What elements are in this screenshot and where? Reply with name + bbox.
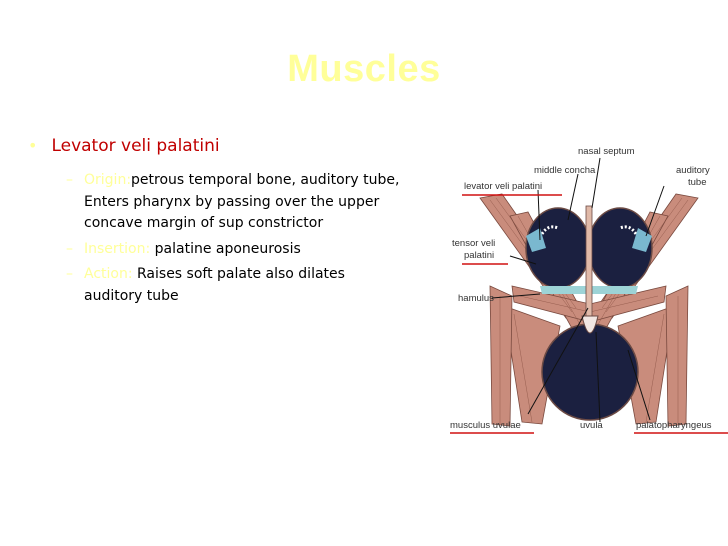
main-bullet-text: Levator veli palatini	[51, 136, 220, 156]
label-musculus-uvulae: musculus uvulae	[450, 420, 521, 431]
nasal-septum	[585, 205, 593, 317]
label-auditory-tube-2: tube	[688, 177, 707, 188]
sub-bullet-action: – Action: Raises soft palate also dilate…	[66, 264, 404, 307]
bullet-dot-icon: •	[28, 136, 38, 155]
uvula-shape	[581, 315, 599, 334]
label-levator-veli-palatini: levator veli palatini	[464, 181, 542, 192]
label-tensor-veli: tensor veli	[452, 238, 495, 249]
sub-bullet-list: – Origin:petrous temporal bone, auditory…	[66, 170, 404, 311]
dash-icon: –	[66, 266, 73, 282]
dash-icon: –	[66, 240, 73, 257]
origin-text: petrous temporal bone, auditory tube, En…	[84, 172, 400, 231]
palate-muscles-diagram: nasal septum middle concha auditory tube…	[450, 146, 728, 434]
main-bullet: • Levator veli palatini	[28, 136, 220, 156]
insertion-label: Insertion:	[84, 240, 151, 257]
slide-title: Muscles	[287, 48, 441, 90]
left-tube-highlight	[526, 228, 546, 252]
insertion-text: palatine aponeurosis	[150, 240, 301, 257]
oropharynx	[541, 323, 639, 421]
left-concha-mark	[540, 225, 559, 235]
label-hamulus: hamulus	[458, 293, 494, 304]
label-tensor-palatini: palatini	[464, 250, 494, 261]
action-label: Action:	[84, 266, 133, 282]
label-middle-concha: middle concha	[534, 165, 596, 176]
dash-icon: –	[66, 172, 73, 188]
label-uvula: uvula	[580, 420, 603, 431]
right-concha-mark	[619, 225, 638, 235]
action-text: Raises soft palate also dilates auditory…	[84, 266, 345, 304]
label-auditory-tube: auditory	[676, 165, 710, 176]
sub-bullet-insertion: – Insertion: palatine aponeurosis	[66, 239, 404, 261]
origin-label: Origin:	[84, 172, 132, 188]
label-nasal-septum: nasal septum	[578, 146, 635, 157]
leader-lines	[491, 157, 665, 423]
sub-bullet-origin: – Origin:petrous temporal bone, auditory…	[66, 170, 404, 235]
anatomy-figure: nasal septum middle concha auditory tube…	[450, 136, 728, 446]
label-palatopharyngeus: palatopharyngeus	[636, 420, 712, 431]
